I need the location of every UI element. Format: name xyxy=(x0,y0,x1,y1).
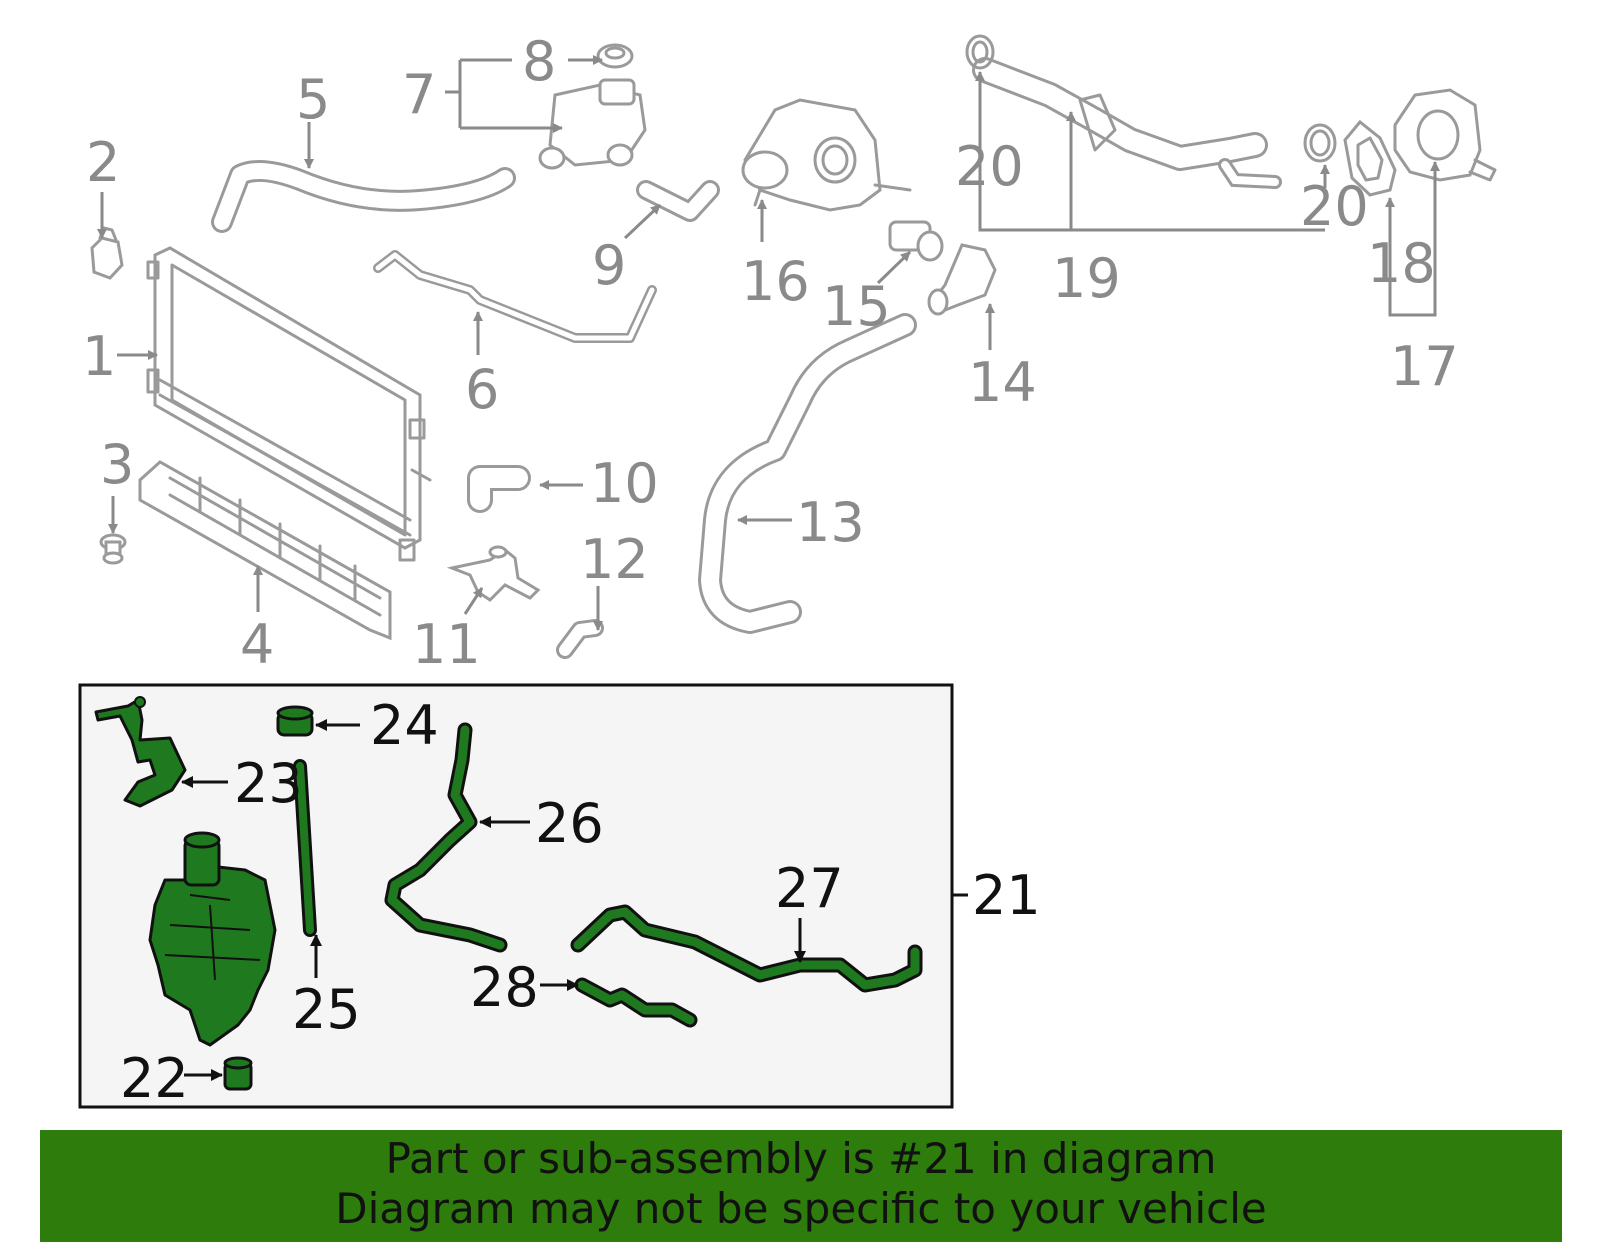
callout-19: 19 xyxy=(1052,247,1121,310)
fitting-part-11 xyxy=(446,545,541,602)
gasket-part-18 xyxy=(1343,119,1397,197)
black-callouts: 22 23 24 25 26 27 28 xyxy=(120,694,844,1110)
callout-18: 18 xyxy=(1367,232,1436,295)
outlet-part-14 xyxy=(927,243,997,316)
callout-12: 12 xyxy=(580,528,649,591)
banner-line-2: Diagram may not be specific to your vehi… xyxy=(335,1184,1267,1233)
hose-part-10 xyxy=(467,465,531,513)
callout-3: 3 xyxy=(100,433,134,496)
cap-part-22 xyxy=(223,1056,253,1091)
callout-22: 22 xyxy=(120,1047,189,1110)
hose-part-27 xyxy=(570,904,923,993)
callout-7: 7 xyxy=(402,63,436,126)
callout-26: 26 xyxy=(535,792,604,855)
callout-5: 5 xyxy=(296,68,330,131)
reservoir-tank-assembly xyxy=(148,831,277,1047)
callout-16: 16 xyxy=(741,250,810,313)
callout-15: 15 xyxy=(822,275,891,338)
pipe-part-19 xyxy=(972,57,1282,189)
info-banner: Part or sub-assembly is #21 in diagram D… xyxy=(40,1130,1562,1242)
callout-11: 11 xyxy=(412,613,481,676)
callout-6: 6 xyxy=(465,358,499,421)
callout-27: 27 xyxy=(775,857,844,920)
callout-8: 8 xyxy=(522,30,556,93)
gray-leader-lines xyxy=(97,55,1440,631)
rod-part-25 xyxy=(293,759,317,937)
callout-4: 4 xyxy=(240,613,274,676)
hose-part-13 xyxy=(698,313,917,634)
callout-21: 21 xyxy=(972,864,1041,927)
gray-callouts: 1 2 3 4 5 6 7 8 9 10 11 12 13 14 15 16 1… xyxy=(82,30,1459,676)
callout-1: 1 xyxy=(82,325,116,388)
callout-9: 9 xyxy=(592,234,626,297)
callout-20-right: 20 xyxy=(1300,175,1369,238)
callout-13: 13 xyxy=(796,491,865,554)
hose-part-5 xyxy=(211,160,516,233)
thermostat-part-15 xyxy=(888,220,944,262)
grommet-part-24 xyxy=(276,705,314,737)
housing-part-17 xyxy=(1393,88,1497,182)
callout-24: 24 xyxy=(370,694,439,757)
callout-28: 28 xyxy=(470,956,539,1019)
air-guide-part-4 xyxy=(138,460,392,641)
clip-part-2 xyxy=(90,226,124,280)
cap-part-8 xyxy=(596,43,634,69)
bolt-part-3 xyxy=(99,533,127,565)
callout-20-left: 20 xyxy=(955,135,1024,198)
black-leader-lines xyxy=(181,719,806,1081)
callout-17: 17 xyxy=(1390,335,1459,398)
housing-part-16 xyxy=(741,98,912,212)
callout-25: 25 xyxy=(292,978,361,1041)
banner-line-1: Part or sub-assembly is #21 in diagram xyxy=(385,1134,1217,1183)
reservoir-part-7 xyxy=(538,78,647,170)
callout-23: 23 xyxy=(234,752,303,815)
callout-10: 10 xyxy=(590,452,659,515)
o-ring-part-20 xyxy=(965,34,1337,163)
callout-2: 2 xyxy=(86,131,120,194)
hose-part-26 xyxy=(384,722,508,953)
hose-part-9 xyxy=(636,180,720,222)
callout-14: 14 xyxy=(968,351,1037,414)
radiator-part-1 xyxy=(146,246,432,562)
hose-part-28 xyxy=(574,977,698,1028)
pipe-part-6 xyxy=(373,250,657,343)
hose-part-12 xyxy=(556,619,604,659)
bracket-part-23 xyxy=(94,696,187,808)
